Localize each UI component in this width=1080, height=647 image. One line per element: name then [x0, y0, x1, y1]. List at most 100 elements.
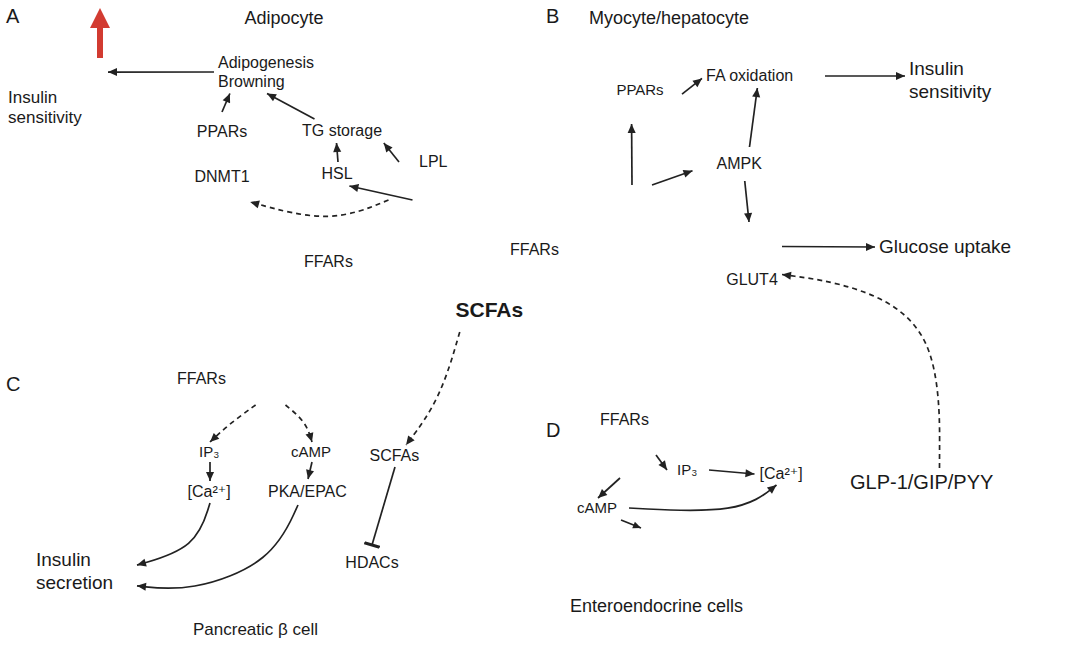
arrow-connector	[782, 275, 940, 469]
dna-rung	[653, 535, 654, 537]
cytoplasm	[568, 428, 836, 586]
kinase-ellipse: AMPK	[693, 147, 788, 181]
dna-strand	[328, 583, 415, 595]
dna-strand	[328, 583, 415, 595]
enzyme-box: LPL	[399, 149, 469, 175]
dna-rung	[621, 110, 622, 115]
arrow-connector	[349, 186, 412, 200]
dna-rung	[639, 108, 640, 116]
arrow-connector	[631, 124, 633, 185]
transporter: GLUT4	[722, 222, 782, 292]
dna-rung	[349, 586, 350, 593]
outline	[756, 464, 809, 484]
node-text: GLP-1/GIP/PYY	[850, 470, 993, 494]
cell-outline: AdipocyteAdipogenesisBrowningPPARsDNMT1T…	[140, 40, 428, 278]
node-text: cAMP	[291, 443, 331, 461]
node-text: TG storage	[302, 121, 382, 140]
receptor: FFARs	[300, 200, 450, 275]
arrow-connector	[709, 470, 755, 474]
dna-rung	[627, 108, 628, 115]
arrow-connector	[137, 503, 210, 565]
increase-arrow	[805, 56, 817, 96]
panel-letter: C	[6, 372, 20, 396]
node-shape	[148, 388, 478, 618]
dna-rung	[191, 148, 192, 160]
dna-strand	[182, 148, 262, 160]
dna-rung	[367, 585, 368, 593]
node-text: FFARs	[600, 410, 649, 429]
panel-letter: B	[546, 4, 559, 28]
kinase-box: PKA/EPAC	[258, 479, 358, 505]
outline	[569, 44, 894, 313]
dna-rung	[257, 149, 258, 159]
arrow-connector	[598, 478, 620, 498]
node-text: LPL	[419, 152, 447, 171]
arrow-connector	[209, 462, 211, 481]
panel-letter: D	[546, 418, 560, 442]
arrow-connector	[682, 78, 702, 94]
arrow-connector	[629, 485, 777, 510]
node-text: Insulin sensitivity	[909, 58, 1021, 104]
receptor: FFARs	[175, 345, 305, 405]
ion-box: [Ca²⁺]	[755, 463, 810, 485]
dna-rung	[233, 151, 234, 158]
outline	[149, 389, 477, 617]
node-text: [Ca²⁺]	[188, 482, 231, 501]
arrow-connector	[210, 405, 256, 442]
node-text: HDACs	[345, 553, 398, 572]
node-text: PKA/EPAC	[268, 482, 347, 501]
dna-rung	[245, 153, 246, 155]
outline	[693, 148, 786, 180]
outline	[184, 482, 237, 502]
outline	[668, 461, 708, 479]
outline	[431, 289, 550, 331]
increase-arrow	[1050, 64, 1062, 110]
dna-rung	[403, 585, 404, 594]
arrow-connector	[267, 94, 315, 120]
node-text: GLUT4	[726, 270, 778, 289]
enzyme-box: HSL	[310, 162, 367, 186]
arrow-connector	[656, 455, 667, 470]
increase-arrow	[1011, 459, 1023, 505]
node-text: FFARs	[304, 252, 353, 271]
increase-arrow	[250, 121, 262, 143]
process-text: SCFAs	[368, 445, 423, 467]
dna-rung	[633, 110, 634, 113]
dna-rung	[197, 153, 198, 155]
inner-membrane	[573, 48, 889, 308]
signal-arrow	[621, 520, 641, 528]
membrane	[568, 435, 836, 485]
outline	[159, 113, 285, 201]
dna-rung	[663, 108, 664, 116]
outline	[190, 443, 230, 461]
heading: Adipocyte	[244, 8, 323, 30]
decrease-arrow	[317, 51, 329, 73]
receptor-icon	[386, 195, 435, 262]
dna-rung	[361, 587, 362, 592]
arrow-connector	[308, 462, 312, 479]
dna-rung	[671, 533, 672, 537]
receptor: FFARs	[596, 410, 656, 478]
molecule-pill: IP₃	[667, 460, 709, 480]
node-text: Insulin secretion	[36, 549, 136, 595]
process-text: TG storage	[298, 119, 408, 143]
arrow-connector	[384, 143, 399, 162]
transporter-icon	[756, 226, 764, 266]
increase-arrow	[243, 481, 255, 503]
dna-rung	[215, 153, 216, 155]
outline	[282, 443, 342, 461]
node-text: PPARs	[616, 81, 663, 99]
arrow-connector	[222, 94, 230, 113]
node-text: FFARs	[177, 369, 226, 388]
cell-outline: Pancreatic β cellIP₃cAMP[Ca²⁺]PKA/EPACSC…	[148, 388, 478, 618]
nucleus: PPARsDNMT1	[158, 112, 286, 202]
dna-rung	[221, 148, 222, 160]
dna-rung	[397, 588, 398, 591]
arrow-connector	[750, 88, 758, 147]
outcome-text: Glucose uptake	[875, 234, 1047, 261]
receptor-icon	[613, 181, 662, 258]
node-text: HSL	[322, 164, 353, 183]
arrow-connector	[652, 171, 693, 185]
dna-rung	[645, 111, 646, 112]
dna-rung	[373, 583, 374, 595]
